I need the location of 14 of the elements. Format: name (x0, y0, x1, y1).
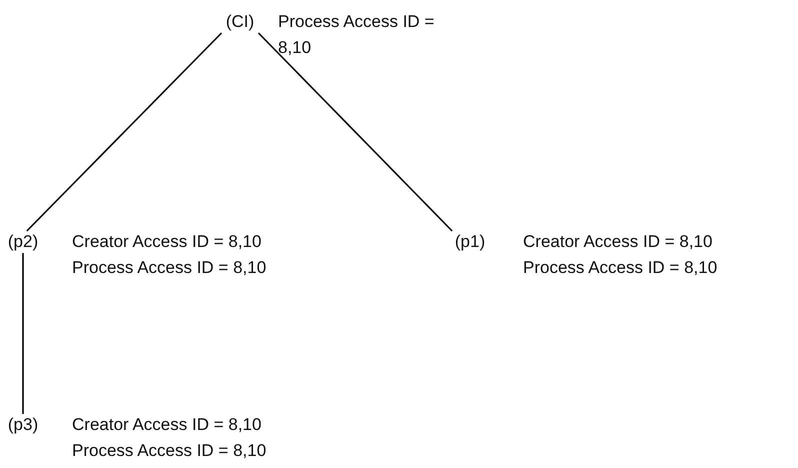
node-annotation: Creator Access ID = 8,10 (72, 231, 262, 253)
connector-line (22, 253, 24, 414)
node-annotation: Creator Access ID = 8,10 (523, 231, 714, 253)
node-annotation: Process Access ID = 8,10 (523, 257, 718, 279)
node-annotation: Process Access ID = 8,10 (72, 440, 268, 462)
node-annotation: Process Access ID = 8,10 (278, 11, 436, 59)
node-label: (p1) (451, 231, 489, 253)
connector-line (258, 32, 453, 232)
connector-line (26, 32, 222, 232)
node-label: (CI) (218, 11, 262, 33)
node-annotation: Process Access ID = 8,10 (72, 257, 268, 279)
node-annotation: Creator Access ID = 8,10 (72, 414, 262, 436)
node-label: (p3) (4, 414, 42, 436)
node-label: (p2) (4, 231, 42, 253)
